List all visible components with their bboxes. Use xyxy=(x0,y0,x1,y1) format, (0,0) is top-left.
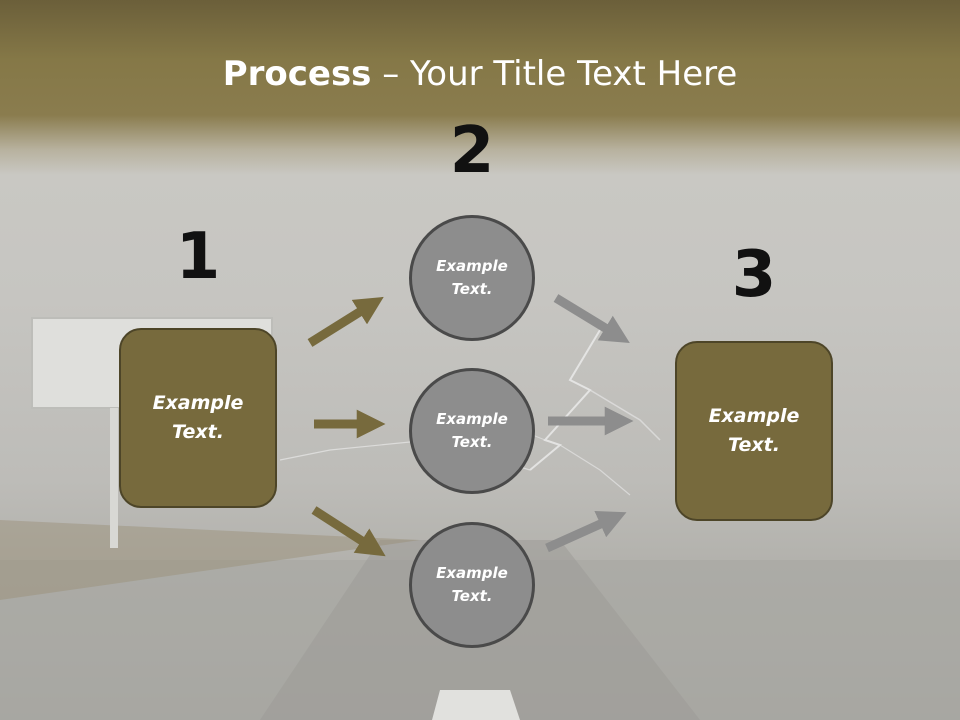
step-1-box: Example Text. xyxy=(119,328,277,508)
circle-bottom-label: Example Text. xyxy=(436,564,508,605)
step-3-box: Example Text. xyxy=(675,341,833,521)
arrow-bottom-to-3 xyxy=(545,510,627,553)
step-2-circle-top: Example Text. xyxy=(409,215,535,341)
circle-top-label: Example Text. xyxy=(436,257,508,298)
step-2-circle-middle: Example Text. xyxy=(409,368,535,494)
step-3-label: Example Text. xyxy=(708,405,800,456)
title-rest: – Your Title Text Here xyxy=(371,54,738,94)
step-number-1: 1 xyxy=(175,220,221,294)
slide-title: Process – Your Title Text Here xyxy=(0,52,960,96)
circle-middle-label: Example Text. xyxy=(436,410,508,451)
step-number-2: 2 xyxy=(449,114,495,188)
title-bold: Process xyxy=(222,54,372,94)
arrow-1-to-bottom xyxy=(311,506,386,557)
arrow-top-to-3 xyxy=(553,294,630,343)
step-1-label: Example Text. xyxy=(152,392,244,443)
step-number-3: 3 xyxy=(731,238,777,312)
step-2-circle-bottom: Example Text. xyxy=(409,522,535,648)
arrow-1-to-top xyxy=(307,296,384,347)
